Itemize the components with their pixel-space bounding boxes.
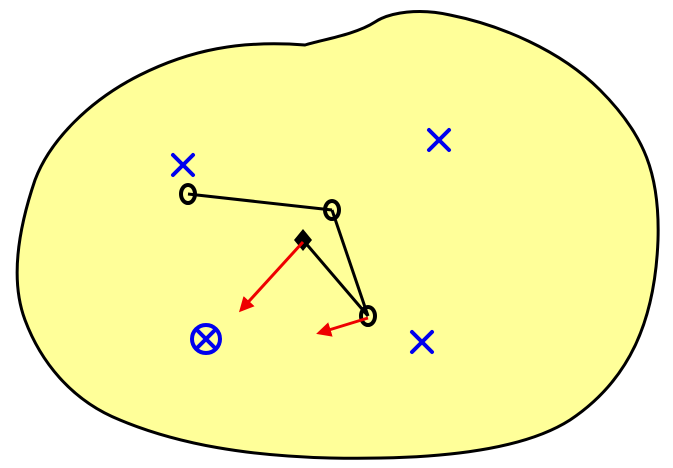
cross-marker-1 xyxy=(171,153,195,177)
connector-line-2 xyxy=(330,209,370,317)
circle-marker-1 xyxy=(179,183,197,205)
connector-line-1 xyxy=(187,192,333,212)
blob-region xyxy=(15,9,660,460)
red-arrow-1 xyxy=(238,240,305,313)
cross-marker-2 xyxy=(427,128,451,152)
cross-marker-3 xyxy=(410,330,434,354)
connector-line-3 xyxy=(301,239,370,317)
circle-marker-3 xyxy=(359,305,377,327)
red-arrow-2 xyxy=(316,316,369,337)
circle-marker-2 xyxy=(323,199,341,221)
circled-cross-marker xyxy=(190,323,222,355)
